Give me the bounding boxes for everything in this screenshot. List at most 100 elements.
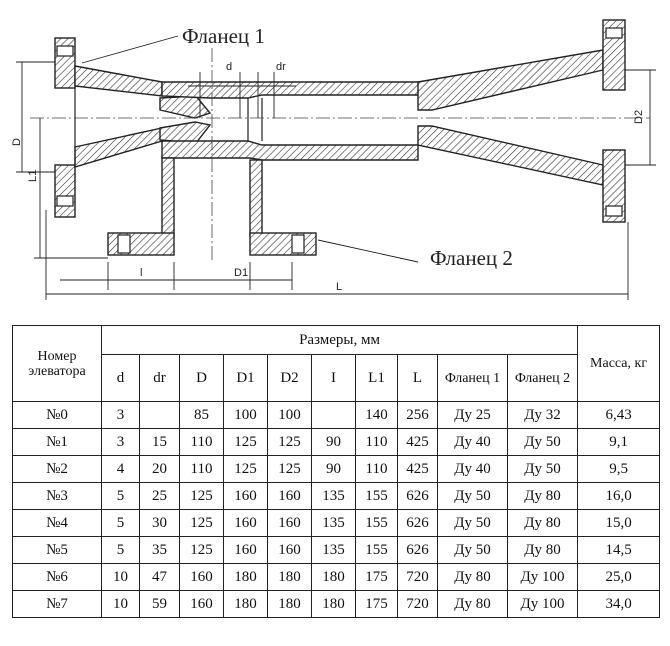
table-cell: 175: [355, 563, 398, 591]
table-cell: 15,0: [577, 509, 661, 537]
header-elevator-number: Номер элеватора: [12, 325, 102, 402]
table-cell: 47: [139, 563, 180, 591]
table-cell: 5: [101, 536, 140, 564]
table-cell: 626: [397, 536, 438, 564]
flange-1-bottom: [54, 164, 76, 218]
table-cell: №5: [12, 536, 102, 564]
table-cell: Ду 100: [506, 590, 579, 618]
table-cell: 59: [139, 590, 180, 618]
table-cell: 85: [179, 401, 224, 429]
header-col-flange2: Фланец 2: [506, 354, 579, 402]
table-cell: 135: [311, 509, 356, 537]
table-cell: №1: [12, 428, 102, 456]
table-cell: 180: [267, 563, 312, 591]
table-cell: Ду 100: [506, 563, 579, 591]
nozzle-lower-wall: [74, 127, 163, 168]
table-cell: 160: [223, 482, 268, 510]
nozzle-insert-bottom: [159, 121, 212, 144]
table-cell: Ду 80: [506, 509, 579, 537]
header-col-dr: dr: [139, 354, 180, 402]
table-cell: 3: [101, 428, 140, 456]
table-cell: 20: [139, 455, 180, 483]
table-cell: 10: [101, 590, 140, 618]
table-cell: Ду 50: [437, 536, 508, 564]
table-cell: 155: [355, 536, 398, 564]
table-cell: Ду 50: [506, 428, 579, 456]
dim-D1-label: D1: [234, 267, 248, 279]
table-cell: 155: [355, 509, 398, 537]
table-cell: Ду 40: [437, 455, 508, 483]
flange-2-callout: Фланец 2: [430, 246, 513, 270]
table-cell: 155: [355, 482, 398, 510]
table-cell: 125: [223, 455, 268, 483]
table-cell: 720: [397, 563, 438, 591]
table-cell: Ду 40: [437, 428, 508, 456]
flange-right-bottom: [602, 149, 626, 223]
header-col-D: D: [179, 354, 224, 402]
table-cell: Ду 80: [437, 563, 508, 591]
flange-2-right: [249, 232, 317, 256]
dim-d-label: d: [226, 61, 232, 73]
table-cell: 180: [223, 563, 268, 591]
table-cell: Ду 50: [437, 509, 508, 537]
header-sizes: Размеры, мм: [100, 325, 579, 355]
dim-dr-label: dr: [276, 61, 286, 73]
table-cell: 160: [179, 563, 224, 591]
table-cell: 180: [311, 563, 356, 591]
table-cell: 15: [139, 428, 180, 456]
table-cell: 14,5: [577, 536, 661, 564]
table-cell: 110: [179, 428, 224, 456]
header-col-L: L: [397, 354, 438, 402]
table-cell: [139, 401, 180, 429]
table-cell: 5: [101, 509, 140, 537]
table-cell: 175: [355, 590, 398, 618]
table-cell: 16,0: [577, 482, 661, 510]
table-cell: №0: [12, 401, 102, 429]
table-cell: 100: [267, 401, 312, 429]
elevator-spec-table: Номер элеватора Размеры, мм Масса, кг d …: [12, 325, 661, 618]
table-cell: 160: [267, 482, 312, 510]
diffuser-upper-wall: [417, 49, 604, 111]
table-cell: 125: [179, 536, 224, 564]
table-cell: №3: [12, 482, 102, 510]
dim-l-label: l: [140, 267, 142, 279]
table-cell: [311, 401, 356, 429]
table-cell: 100: [223, 401, 268, 429]
table-cell: 9,1: [577, 428, 661, 456]
table-cell: 160: [223, 536, 268, 564]
table-cell: Ду 50: [437, 482, 508, 510]
table-cell: 9,5: [577, 455, 661, 483]
table-cell: 425: [397, 428, 438, 456]
table-cell: 626: [397, 509, 438, 537]
table-cell: 6,43: [577, 401, 661, 429]
flange-1-callout: Фланец 1: [182, 24, 265, 48]
dim-L1-label: L1: [27, 170, 39, 182]
header-col-flange1: Фланец 1: [437, 354, 508, 402]
table-cell: Ду 32: [506, 401, 579, 429]
table-cell: №7: [12, 590, 102, 618]
table-cell: 180: [311, 590, 356, 618]
table-cell: 90: [311, 428, 356, 456]
table-cell: 110: [355, 428, 398, 456]
table-cell: 160: [267, 536, 312, 564]
table-cell: 125: [223, 428, 268, 456]
table-cell: 4: [101, 455, 140, 483]
header-col-D2: D2: [267, 354, 312, 402]
table-cell: №4: [12, 509, 102, 537]
table-cell: 5: [101, 482, 140, 510]
table-cell: 110: [179, 455, 224, 483]
dim-D-label: D: [11, 138, 23, 146]
table-cell: 160: [179, 590, 224, 618]
table-cell: 180: [267, 590, 312, 618]
nozzle-insert-top: [159, 95, 212, 119]
table-cell: Ду 80: [437, 590, 508, 618]
dim-D2-label: D2: [633, 110, 645, 124]
table-cell: 160: [223, 509, 268, 537]
table-cell: 34,0: [577, 590, 661, 618]
